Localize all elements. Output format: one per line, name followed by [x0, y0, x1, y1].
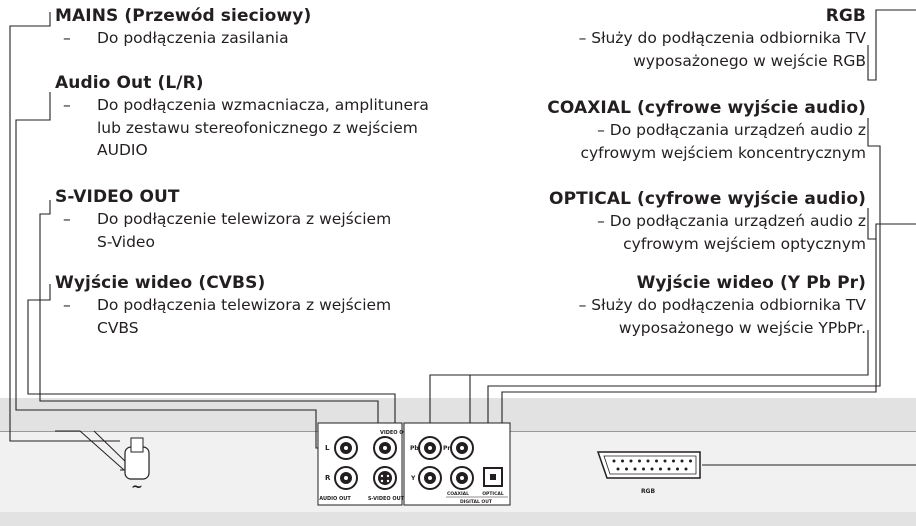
scart-pin [621, 459, 624, 463]
mains-leader [9, 12, 120, 442]
label-digital-out: DIGITAL OUT [460, 499, 493, 505]
audio-out-leader [15, 92, 333, 449]
cvbs-block: Wyjście wideo (CVBS) – Do podłączenia tel… [55, 272, 391, 339]
optical-leader-lower [501, 239, 877, 462]
scart-pin [663, 459, 667, 463]
scart-pin [612, 459, 616, 463]
scart-pin [684, 467, 688, 471]
cvbs-desc-line: CVBS [97, 318, 139, 337]
scart-pin [680, 459, 684, 463]
mains-desc-line: Do podłączenia zasilania [97, 29, 289, 47]
component-digital-group: Pb Pr Y COAXIAL OPTICAL DIGITAL OUT [403, 422, 511, 506]
rgb-leader [867, 9, 916, 81]
label-rgb: RGB [641, 488, 656, 495]
scart-pin [676, 467, 679, 471]
scart-pin [689, 459, 692, 463]
mains-symbol: ~ [131, 479, 143, 495]
dash: – [63, 210, 71, 228]
optical-desc-line: – Do podłączania urządzeń audio z [597, 212, 866, 230]
optical-desc-line: cyfrowym wejściem optycznym [623, 234, 866, 253]
ypbpr-title: Wyjście wideo (Y Pb Pr) [636, 273, 866, 293]
scart-pin [633, 467, 637, 471]
svideo-block: S-VIDEO OUT – Do podłączenie telewizora z… [55, 186, 391, 253]
coaxial-desc-line: cyfrowym wejściem koncentrycznym [580, 143, 866, 162]
coaxial-leader [487, 118, 881, 460]
optical-block: OPTICAL (cyfrowe wyjście audio) – Do pod… [549, 188, 866, 255]
label-optical: OPTICAL [482, 491, 504, 497]
label-audio-out: AUDIO OUT [319, 496, 351, 502]
label-video-out: VIDEO OUT [380, 430, 412, 436]
cvbs-leader [27, 284, 396, 432]
scart-pin [650, 467, 654, 471]
coaxial-desc-line: – Do podłączania urządzeń audio z [597, 121, 866, 139]
mains-title: MAINS (Przewód sieciowy) [55, 6, 312, 26]
audio-out-block: Audio Out (L/R) – Do podłączenia wzmacnia… [55, 72, 429, 162]
cvbs-desc-line: Do podłączenia telewizora z wejściem [97, 296, 392, 314]
mains-cord: ~ [55, 430, 150, 495]
leader-lines [9, 9, 916, 466]
mains-block: MAINS (Przewód sieciowy) – Do podłączenia… [55, 5, 311, 50]
scart-pin [642, 467, 645, 471]
rgb-title: RGB [825, 6, 866, 26]
scart-pin [629, 459, 633, 463]
svideo-leader [39, 200, 379, 464]
optical-leader [867, 208, 916, 240]
rgb-desc-line: wyposażonego w wejście RGB [633, 51, 866, 70]
scart-pin [638, 459, 641, 463]
scart-pin [655, 459, 658, 463]
label-coaxial: COAXIAL [447, 491, 469, 497]
rgb-block: RGB – Służy do podłączenia odbiornika TV… [579, 5, 866, 72]
audio-out-desc-line: lub zestawu stereofonicznego z wejściem [97, 118, 418, 137]
optical-title: OPTICAL (cyfrowe wyjście audio) [549, 189, 866, 209]
ypbpr-desc-line: wyposażonego w wejście YPbPr. [618, 318, 866, 337]
scart-pin [672, 459, 675, 463]
svideo-desc-line: Do podłączenie telewizora z wejściem [97, 210, 392, 228]
label-pb: Pb [410, 445, 419, 452]
label-pr: Pr [443, 445, 450, 452]
svideo-title: S-VIDEO OUT [55, 187, 180, 207]
av-jack-group: L R VIDEO OUT AUDIO OUT S-VIDEO OUT [317, 422, 412, 506]
scart-pin [646, 459, 650, 463]
audio-out-title: Audio Out (L/R) [55, 73, 204, 93]
ypbpr-leader [429, 330, 869, 444]
label-l: L [325, 444, 330, 452]
audio-out-desc-line: AUDIO [97, 141, 148, 159]
scart-pin [667, 467, 671, 471]
coaxial-title: COAXIAL (cyfrowe wyjście audio) [547, 98, 866, 118]
ypbpr-desc-line: – Służy do podłączenia odbiornika TV [578, 296, 866, 314]
label-y: Y [410, 475, 416, 482]
scart-pin [616, 467, 620, 471]
scart-pin [625, 467, 628, 471]
label-r: R [325, 474, 331, 482]
audio-out-desc-line: Do podłączenia wzmacniacza, amplitunera [97, 96, 429, 114]
label-svideo-out: S-VIDEO OUT [368, 496, 405, 502]
dash: – [63, 96, 71, 114]
scart-pin [659, 467, 662, 471]
cvbs-title: Wyjście wideo (CVBS) [55, 273, 266, 293]
dash: – [63, 296, 71, 314]
svideo-desc-line: S-Video [97, 232, 155, 251]
rgb-scart-connector: RGB [596, 451, 701, 495]
rgb-desc-line: – Służy do podłączenia odbiornika TV [578, 29, 866, 47]
coaxial-block: COAXIAL (cyfrowe wyjście audio) – Do pod… [547, 97, 866, 164]
ypbpr-block: Wyjście wideo (Y Pb Pr) – Służy do podłą… [579, 272, 866, 339]
dash: – [63, 29, 71, 47]
